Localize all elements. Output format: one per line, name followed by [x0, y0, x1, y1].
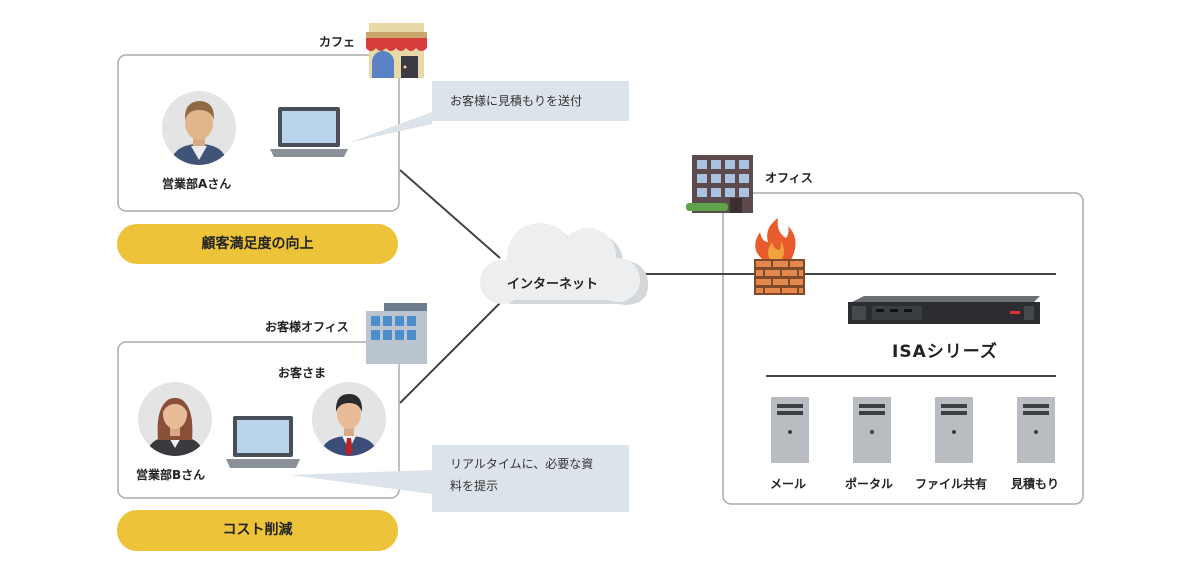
person-b-label: 営業部Bさん: [136, 468, 206, 482]
bubble-tail-client: [290, 470, 432, 494]
internet-label: インターネット: [507, 277, 599, 292]
office-label: オフィス: [765, 171, 813, 185]
office-building-icon: [686, 155, 753, 213]
office-box: [722, 192, 1084, 505]
client-speech-bubble: リアルタイムに、必要な資 料を提示: [432, 445, 629, 512]
isa-series-label: ISAシリーズ: [892, 342, 998, 362]
server-portal-icon: [853, 397, 891, 463]
server-mail-icon: [771, 397, 809, 463]
benefit-customer-satisfaction: 顧客満足度の向上: [117, 224, 398, 264]
tower-server-icons: [771, 397, 1055, 463]
cafe-label: カフェ: [319, 35, 356, 49]
server-estimate-icon: [1017, 397, 1055, 463]
client-office-building-icon: [366, 303, 427, 364]
cafe-box: [117, 54, 400, 212]
server-file-share-label: ファイル共有: [915, 477, 988, 491]
isa-server-icon: [848, 296, 1040, 324]
server-mail-label: メール: [770, 477, 807, 491]
client-office-label: お客様オフィス: [265, 320, 349, 334]
laptop-a-icon: [270, 107, 348, 157]
client-bubble-line-1: リアルタイムに、必要な資: [450, 457, 594, 471]
firewall-icon: [754, 218, 805, 295]
server-estimate-label: 見積もり: [1011, 477, 1060, 491]
benefit-cost-reduction: コスト削減: [117, 510, 398, 551]
customer-label: お客さま: [278, 366, 327, 380]
internet-cloud-icon: [480, 223, 648, 305]
cafe-speech-bubble: お客様に見積もりを送付: [432, 81, 629, 121]
server-portal-label: ポータル: [845, 477, 894, 491]
bubble-tail-cafe: [348, 112, 432, 143]
client-bubble-line-2: 料を提示: [450, 479, 499, 493]
server-file-share-icon: [935, 397, 973, 463]
person-a-label: 営業部Aさん: [162, 177, 232, 191]
person-a-avatar: [162, 91, 236, 165]
laptop-b-icon: [226, 416, 300, 468]
cafe-building-icon: [366, 23, 427, 78]
